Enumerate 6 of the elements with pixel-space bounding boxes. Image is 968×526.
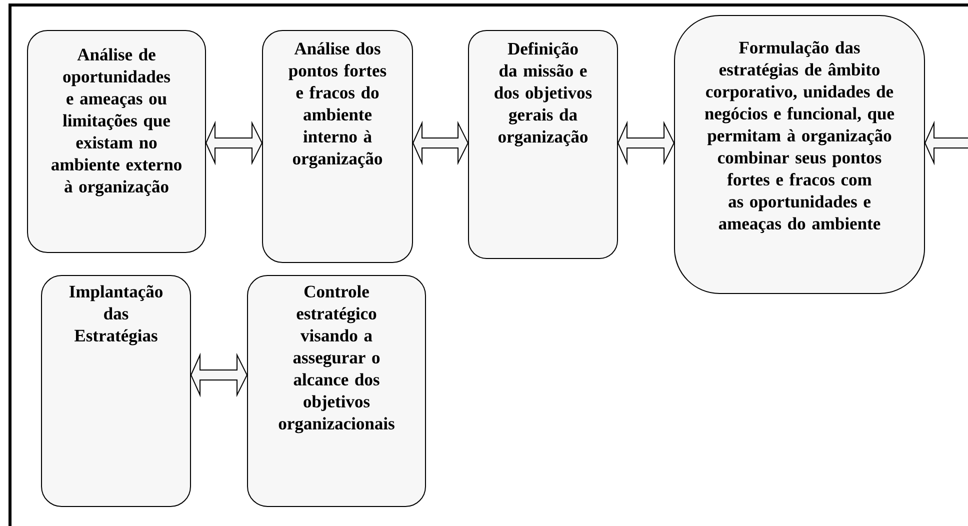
process-box: Análise de oportunidades e ameaças ou limitações que existam no ambiente externo à organização: [27, 30, 206, 253]
process-box: Formulação das estratégias de âmbito corporativo, unidades de negócios e funcional, que permitam à organização combinar seus pontos fortes e fracos com as oportunidades e ameaças do ambiente: [674, 14, 925, 294]
process-box: Controle estratégico visando a assegurar o alcance dos objetivos organizacionais: [247, 274, 426, 507]
process-box: Implantação das Estratégias: [41, 274, 191, 507]
process-box: Definição da missão e dos objetivos gerais da organização: [468, 30, 618, 259]
process-box: Análise dos pontos fortes e fracos do ambiente interno à organização: [262, 30, 413, 263]
